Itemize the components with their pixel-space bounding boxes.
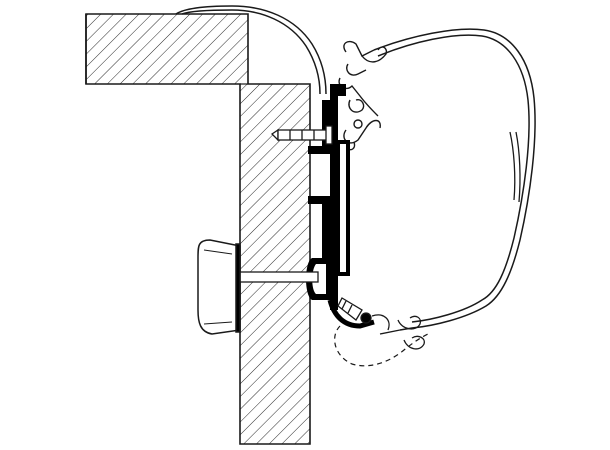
wall-section [85,13,311,445]
handle-knob [197,239,241,335]
adapter-rail [306,84,375,329]
upper-screw [270,125,333,145]
top-fitting [338,40,388,151]
lower-lip-dashed [334,325,429,367]
rain-gutter-strip [175,5,327,95]
awning-cassette [373,28,536,331]
lower-fastener [337,297,425,350]
